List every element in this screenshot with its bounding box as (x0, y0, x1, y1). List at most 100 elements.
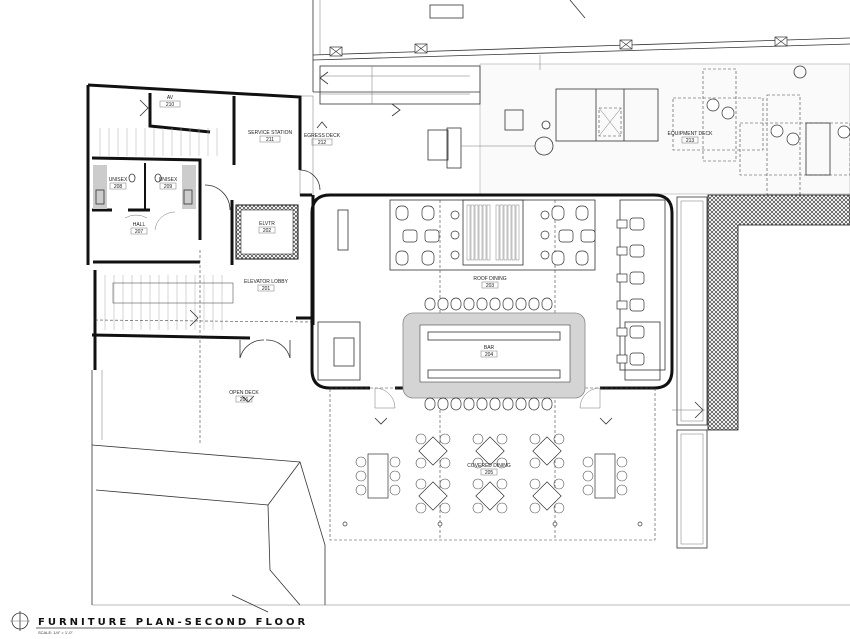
side-table (616, 354, 628, 364)
drain-x (774, 36, 788, 47)
chair (629, 244, 645, 258)
svg-text:204: 204 (485, 352, 494, 358)
fan-icon (721, 106, 735, 120)
chair (496, 502, 508, 514)
chair (439, 457, 451, 469)
bar-stool (437, 397, 449, 411)
bar-stool (424, 297, 436, 311)
table (475, 481, 505, 511)
banquette-slat (511, 204, 516, 261)
bar-stool (489, 297, 501, 311)
chair (529, 478, 541, 490)
chair (629, 217, 645, 231)
chair (551, 205, 565, 221)
svg-text:BAR: BAR (484, 345, 495, 351)
svg-text:202: 202 (263, 228, 272, 234)
chair (629, 298, 645, 312)
chair (616, 470, 628, 482)
bar-stool (476, 297, 488, 311)
roof-drains (329, 36, 788, 57)
bar-counter (402, 312, 586, 399)
side-table (616, 273, 628, 283)
svg-text:ELVTR: ELVTR (259, 221, 275, 227)
banquette-slat (466, 204, 471, 261)
chair (553, 478, 565, 490)
svg-text:OPEN DECK: OPEN DECK (229, 390, 259, 396)
table (367, 453, 389, 499)
banquette-slat (486, 204, 491, 261)
exhaust-fans (706, 98, 850, 146)
equipment (427, 65, 850, 196)
table (532, 481, 562, 511)
chair (616, 484, 628, 496)
chair (415, 478, 427, 490)
column (342, 521, 348, 527)
table (532, 436, 562, 466)
chair (575, 205, 589, 221)
bar-stool (541, 297, 553, 311)
chair (439, 478, 451, 490)
chair (575, 250, 589, 266)
banquette-slat (482, 204, 487, 261)
table (424, 229, 440, 243)
chair (629, 325, 645, 339)
chair (629, 352, 645, 366)
stool (540, 210, 550, 220)
chair (529, 457, 541, 469)
banquette-slat (470, 204, 475, 261)
svg-text:UNISEX: UNISEX (109, 177, 128, 183)
chair (389, 456, 401, 468)
chair (529, 433, 541, 445)
svg-text:203: 203 (486, 283, 495, 289)
side-table (616, 300, 628, 310)
svg-text:ROOF DINING: ROOF DINING (473, 276, 506, 282)
chair (582, 470, 594, 482)
svg-text:SERVICE STATION: SERVICE STATION (248, 130, 293, 136)
banquette-slat (495, 204, 500, 261)
bar-stool (437, 297, 449, 311)
banquette-slat (507, 204, 512, 261)
svg-text:AV: AV (167, 95, 174, 101)
table (402, 229, 418, 243)
bar-stool (489, 397, 501, 411)
chair (582, 484, 594, 496)
svg-text:206: 206 (240, 397, 249, 403)
table (418, 436, 448, 466)
chair (629, 271, 645, 285)
chair (415, 502, 427, 514)
bar-stool (424, 397, 436, 411)
fan-icon (770, 124, 784, 138)
chair (439, 502, 451, 514)
svg-text:EQUIPMENT DECK: EQUIPMENT DECK (668, 131, 714, 137)
bar-stool (450, 297, 462, 311)
chair (472, 457, 484, 469)
chair (415, 457, 427, 469)
drain-x (619, 39, 633, 50)
svg-text:210: 210 (166, 102, 175, 108)
bar-stool (463, 397, 475, 411)
chair (582, 456, 594, 468)
parapet (312, 0, 850, 195)
svg-text:EGRESS DECK: EGRESS DECK (304, 133, 341, 139)
bar-stool (515, 297, 527, 311)
chair (472, 478, 484, 490)
egress-stair (299, 65, 481, 197)
drain-x (329, 46, 343, 57)
chair (355, 470, 367, 482)
svg-text:211: 211 (266, 137, 274, 143)
side-table (616, 246, 628, 256)
